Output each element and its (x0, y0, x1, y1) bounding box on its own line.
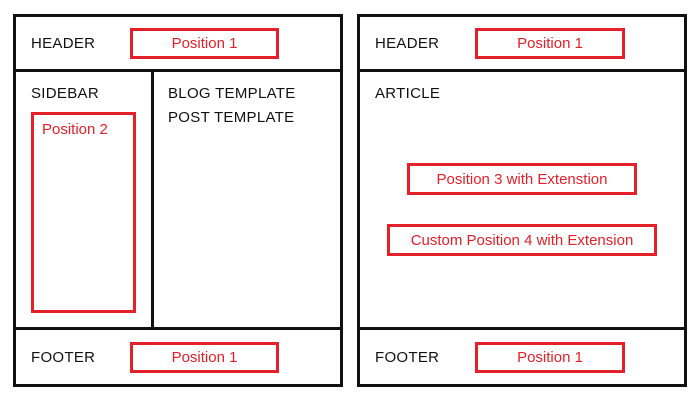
right-footer-position-1: Position 1 (475, 342, 625, 373)
right-custom-position-4: Custom Position 4 with Extension (387, 224, 657, 256)
left-sidebar-label: SIDEBAR (31, 85, 99, 102)
right-position-3: Position 3 with Extenstion (407, 163, 637, 195)
right-header-divider (357, 69, 687, 72)
left-content-post-template: POST TEMPLATE (168, 109, 295, 126)
right-layout-frame (357, 14, 687, 387)
right-footer-label: FOOTER (375, 349, 440, 366)
left-header-divider (13, 69, 343, 72)
left-header-label: HEADER (31, 35, 96, 52)
left-layout-frame (13, 14, 343, 387)
left-content-blog-template: BLOG TEMPLATE (168, 85, 296, 102)
left-sidebar-position-2: Position 2 (31, 112, 136, 313)
right-header-label: HEADER (375, 35, 440, 52)
right-footer-divider (357, 327, 687, 330)
left-footer-divider (13, 327, 343, 330)
left-header-position-1: Position 1 (130, 28, 279, 59)
left-sidebar-divider (151, 69, 154, 330)
left-footer-label: FOOTER (31, 349, 96, 366)
right-header-position-1: Position 1 (475, 28, 625, 59)
right-article-label: ARTICLE (375, 85, 441, 102)
left-footer-position-1: Position 1 (130, 342, 279, 373)
